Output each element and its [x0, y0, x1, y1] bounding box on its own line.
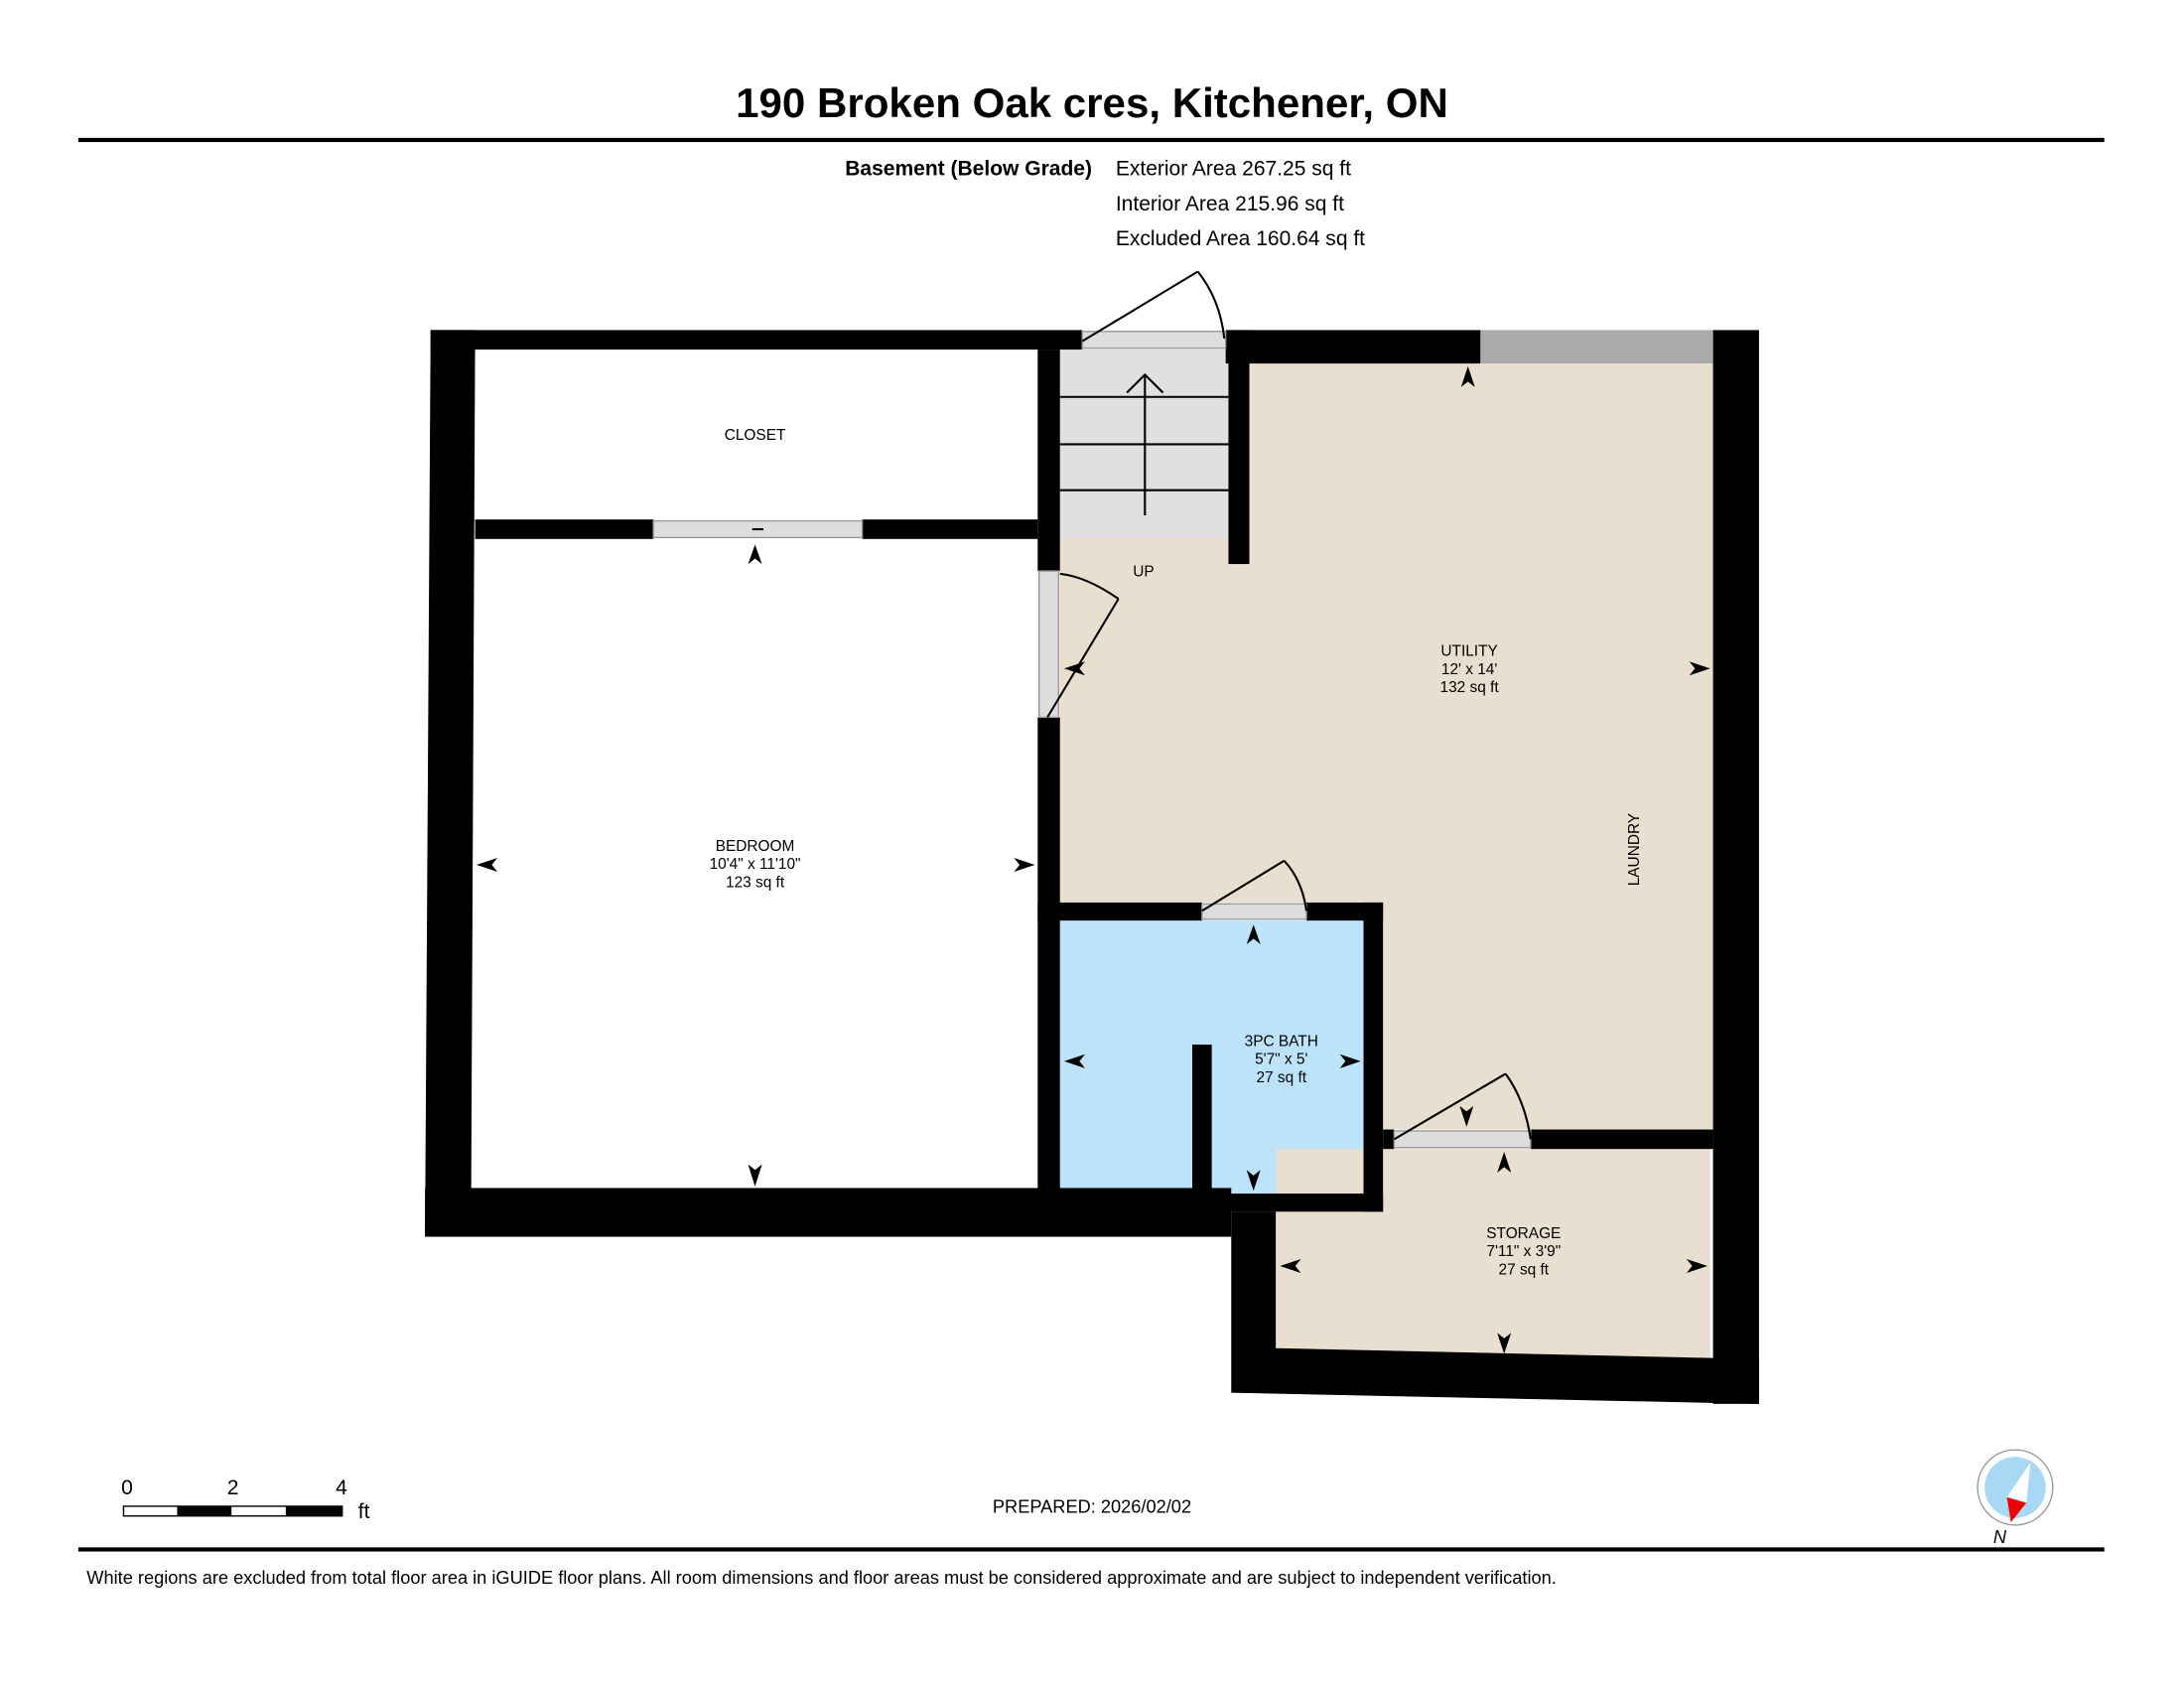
scale-tick-2: 2 — [227, 1477, 239, 1499]
stair-treads — [1059, 372, 1229, 515]
door-swings — [751, 270, 1532, 1141]
level-name: Basement (Below Grade) — [845, 158, 1092, 181]
bath-label: 3PC BATH — [1245, 1033, 1318, 1050]
utility-dims: 12' x 14' — [1441, 661, 1497, 678]
window — [1480, 330, 1713, 364]
floor-plan: CLOSET UP UTILITY 12' x 14' 132 sq ft LA… — [425, 270, 1759, 1404]
doors — [652, 331, 1532, 1149]
page-title: 190 Broken Oak cres, Kitchener, ON — [736, 79, 1448, 126]
footer-disclaimer: White regions are excluded from total fl… — [86, 1567, 1557, 1588]
excluded-area: Excluded Area 160.64 sq ft — [1116, 227, 1365, 250]
bath-dims: 5'7" x 5' — [1255, 1052, 1307, 1068]
footer-rule — [77, 1547, 2105, 1552]
bath-area: 27 sq ft — [1256, 1069, 1306, 1086]
bedroom-label: BEDROOM — [716, 838, 795, 855]
scale-bar: 0 2 4 ft — [121, 1477, 370, 1523]
closet-label: CLOSET — [725, 427, 786, 444]
dimension-arrows — [477, 365, 1710, 1354]
stairs-up-label: UP — [1133, 564, 1154, 581]
utility-label: UTILITY — [1440, 643, 1497, 660]
scale-tick-4: 4 — [336, 1477, 347, 1499]
storage-room — [1276, 1149, 1710, 1358]
header-rule — [77, 137, 2105, 143]
utility-room — [1059, 363, 1713, 1130]
interior-area: Interior Area 215.96 sq ft — [1116, 193, 1344, 215]
scale-tick-0: 0 — [121, 1477, 133, 1499]
exterior-area: Exterior Area 267.25 sq ft — [1116, 158, 1351, 181]
utility-area: 132 sq ft — [1440, 679, 1500, 696]
scale-unit: ft — [358, 1500, 370, 1523]
storage-dims: 7'11" x 3'9" — [1486, 1243, 1561, 1260]
prepared-date: PREPARED: 2026/02/02 — [993, 1495, 1191, 1516]
bedroom-dims: 10'4" x 11'10" — [710, 856, 801, 873]
bedroom-area: 123 sq ft — [726, 874, 785, 891]
storage-area: 27 sq ft — [1499, 1261, 1550, 1278]
walls — [425, 330, 1759, 1404]
storage-label: STORAGE — [1486, 1225, 1561, 1242]
laundry-label: LAUNDRY — [1626, 813, 1643, 886]
compass-icon: N — [1977, 1449, 2054, 1547]
compass-north-label: N — [1993, 1526, 2007, 1547]
